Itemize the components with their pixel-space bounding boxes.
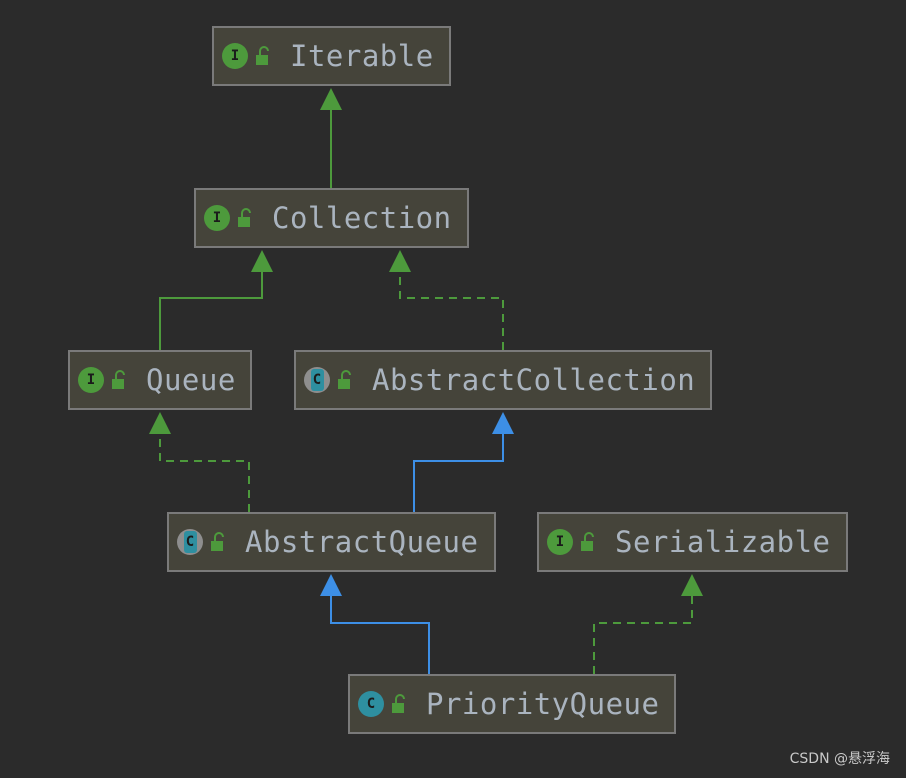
class-icon: C [358,691,384,717]
edge-queue-collection [159,272,263,350]
node-label: Serializable [615,525,831,559]
public-lock-icon [112,370,125,389]
node-serializable[interactable]: I Serializable [537,512,848,572]
interface-icon: I [78,367,104,393]
arrowhead-queue [149,412,171,434]
arrowhead-collection-right [389,250,411,272]
interface-icon: I [547,529,573,555]
public-lock-icon [211,532,224,551]
node-collection[interactable]: I Collection [194,188,469,248]
edge-priorityqueue-serializable [593,596,693,674]
edge-priorityqueue-abstractqueue [330,596,430,674]
node-label: PriorityQueue [426,687,660,721]
node-label: Collection [272,201,452,235]
arrowhead-collection-left [251,250,273,272]
node-label: AbstractQueue [245,525,479,559]
watermark: CSDN @悬浮海 [789,751,890,767]
node-abstract-queue[interactable]: C AbstractQueue [167,512,496,572]
public-lock-icon [238,208,251,227]
arrowhead-serializable [681,574,703,596]
edge-abstractqueue-abstractcollection [413,434,504,512]
abstract-class-icon: C [304,367,330,393]
arrowhead-abstractcollection [492,412,514,434]
node-label: Iterable [290,39,434,73]
node-label: Queue [146,363,236,397]
interface-icon: I [204,205,230,231]
arrowhead-iterable [320,88,342,110]
abstract-class-icon: C [177,529,203,555]
edge-abstractqueue-queue [159,434,250,512]
node-label: AbstractCollection [372,363,696,397]
interface-icon: I [222,43,248,69]
public-lock-icon [581,532,594,551]
public-lock-icon [256,46,269,65]
arrowhead-abstractqueue [320,574,342,596]
public-lock-icon [338,370,351,389]
node-priority-queue[interactable]: C PriorityQueue [348,674,676,734]
public-lock-icon [392,694,405,713]
node-iterable[interactable]: I Iterable [212,26,451,86]
edge-abstractcollection-collection [399,272,504,350]
node-abstract-collection[interactable]: C AbstractCollection [294,350,712,410]
node-queue[interactable]: I Queue [68,350,252,410]
